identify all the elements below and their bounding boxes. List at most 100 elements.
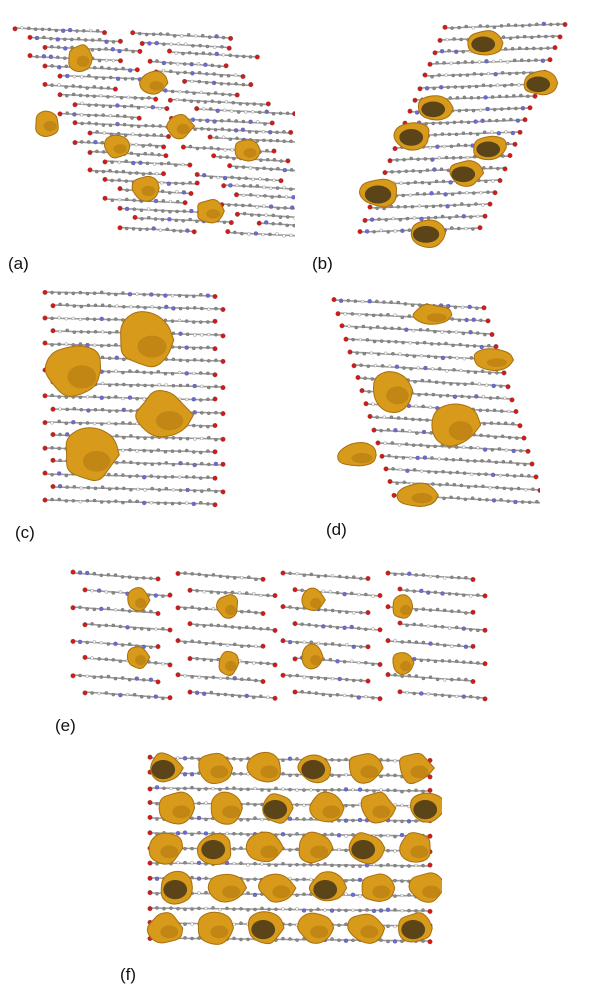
- void-surface: [337, 442, 377, 467]
- molecule-chain: [50, 302, 226, 312]
- void-surface: [218, 650, 240, 676]
- void-surface: [301, 643, 324, 670]
- void-surface: [216, 594, 239, 619]
- molecule-chain: [139, 40, 232, 51]
- molecule-chain: [187, 587, 278, 599]
- molecule-chain: [117, 205, 209, 214]
- molecule-chain: [175, 638, 266, 649]
- molecule-chain: [397, 689, 488, 702]
- molecule-chain: [72, 101, 170, 112]
- molecule-chain: [417, 81, 543, 92]
- panel-label-a: (a): [8, 254, 29, 273]
- molecule-chain: [402, 117, 528, 127]
- panel-label-e: (e): [55, 716, 76, 735]
- void-surface: [160, 870, 193, 905]
- molecule-chain: [292, 621, 383, 633]
- void-surface: [131, 175, 160, 202]
- void-surface: [393, 122, 430, 151]
- void-surface: [308, 871, 348, 902]
- molecule-chain: [42, 81, 118, 92]
- molecule-chain: [50, 484, 226, 495]
- molecule-chain: [82, 690, 173, 701]
- void-surface: [408, 872, 442, 903]
- void-surface: [360, 791, 397, 824]
- molecule-chain: [57, 111, 142, 121]
- void-surface: [148, 832, 184, 865]
- void-surface: [361, 873, 396, 902]
- molecule-chain: [331, 297, 487, 311]
- molecule-chain: [383, 466, 539, 480]
- molecule-chain: [147, 769, 433, 780]
- panel-b: [325, 8, 580, 253]
- molecule-chain: [147, 754, 433, 763]
- void-surface: [65, 427, 120, 482]
- molecule-chain: [57, 92, 159, 102]
- void-surface: [473, 135, 507, 161]
- molecule-chain: [221, 183, 295, 191]
- molecule-chain: [70, 569, 161, 582]
- void-surface: [392, 652, 415, 675]
- void-surface: [68, 44, 93, 73]
- panel-d: [322, 285, 540, 520]
- void-surface: [410, 792, 442, 823]
- molecule-chain: [42, 419, 218, 429]
- molecule-chain: [147, 860, 433, 869]
- void-surface: [135, 390, 195, 438]
- void-surface: [473, 348, 515, 372]
- molecule-chain: [207, 134, 295, 144]
- void-surface: [431, 403, 482, 447]
- crystal-packing-a: [12, 26, 295, 238]
- molecule-chain: [339, 323, 495, 337]
- molecule-chain: [256, 220, 295, 228]
- molecule-chain: [70, 605, 161, 616]
- void-surface: [245, 831, 285, 863]
- molecule-chain: [42, 470, 218, 481]
- molecule-chain: [343, 336, 499, 350]
- molecule-chain: [219, 202, 295, 211]
- molecule-chain: [42, 289, 218, 299]
- void-surface: [210, 791, 243, 825]
- void-surface: [197, 199, 225, 224]
- molecule-chain: [147, 845, 433, 855]
- molecule-chain: [442, 21, 568, 30]
- molecule-chain: [280, 638, 371, 650]
- molecule-chain: [182, 78, 254, 88]
- panel-c: [15, 280, 245, 520]
- molecule-chain: [57, 73, 157, 83]
- void-surface: [166, 114, 196, 140]
- molecule-chain: [185, 125, 294, 135]
- molecule-chain: [292, 689, 383, 702]
- molecule-chain: [412, 93, 538, 103]
- molecule-chain: [385, 638, 476, 649]
- panel-label-b: (b): [312, 254, 333, 273]
- void-surface: [298, 831, 334, 864]
- void-surface: [262, 793, 294, 824]
- crystal-packing-e: [70, 569, 488, 702]
- molecule-chain: [42, 44, 143, 54]
- molecule-chain: [227, 163, 295, 173]
- void-surface: [196, 833, 232, 866]
- molecule-chain: [335, 311, 491, 324]
- void-surface: [398, 912, 433, 943]
- panel-a: [5, 8, 295, 248]
- molecule-chain: [82, 654, 173, 668]
- void-surface: [359, 178, 398, 208]
- void-surface: [127, 587, 151, 612]
- molecule-chain: [147, 906, 433, 914]
- void-surface: [139, 70, 169, 95]
- void-surface: [146, 912, 184, 944]
- molecule-chain: [147, 58, 229, 69]
- panel-f: [140, 748, 442, 958]
- void-surface: [348, 753, 384, 784]
- void-surface: [207, 873, 248, 903]
- molecule-chain: [187, 689, 278, 701]
- molecule-chain: [280, 672, 371, 684]
- molecule-chain: [82, 622, 173, 633]
- crystal-packing-d: [331, 297, 540, 507]
- molecule-chain: [87, 167, 166, 177]
- void-surface: [523, 70, 559, 96]
- molecule-chain: [147, 785, 433, 794]
- void-surface: [35, 110, 59, 137]
- molecule-chain: [167, 97, 271, 107]
- molecule-chain: [187, 621, 278, 633]
